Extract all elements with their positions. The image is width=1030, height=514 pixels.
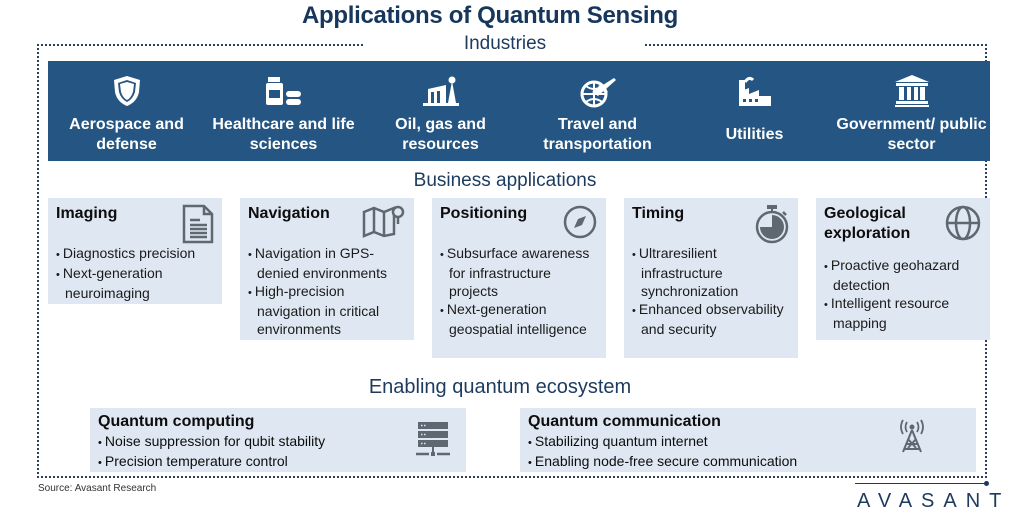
bullet: Next-generation geospatial intelligence	[440, 300, 598, 338]
document-icon	[182, 204, 214, 249]
card-title: Quantum communication	[528, 413, 721, 430]
card-title: Quantum computing	[98, 413, 255, 430]
bullet: Next-generation neuroimaging	[56, 264, 214, 302]
bullet: Subsurface awareness for infrastructure …	[440, 244, 598, 300]
industry-government: Government/ public sector	[833, 61, 990, 161]
industry-oil-gas: Oil, gas and resources	[362, 61, 519, 161]
card-title: Timing	[632, 205, 685, 222]
map-pin-icon	[362, 204, 406, 243]
biz-card-positioning: Positioning Subsurface awareness for inf…	[432, 198, 606, 358]
section-industries-label: Industries	[365, 33, 645, 55]
bullet: Ultraresilient infrastructure synchroniz…	[632, 244, 790, 300]
government-building-icon	[894, 69, 930, 113]
biz-card-timing: Timing Ultraresilient infrastructure syn…	[624, 198, 798, 358]
section-business-label: Business applications	[360, 170, 650, 192]
page-title: Applications of Quantum Sensing	[301, 2, 679, 29]
factory-icon	[737, 69, 773, 113]
eco-card-quantum-computing: Quantum computing Noise suppression for …	[90, 408, 466, 472]
industry-label: Government/ public sector	[836, 116, 987, 153]
industry-label: Oil, gas and resources	[395, 116, 486, 153]
card-title: Imaging	[56, 205, 118, 222]
card-title: Navigation	[248, 205, 330, 222]
bullet: Stabilizing quantum internet	[528, 432, 968, 452]
medicine-icon	[264, 69, 304, 113]
bullet: Enabling node-free secure communication	[528, 452, 968, 472]
bullet: High-precision navigation in critical en…	[248, 282, 406, 338]
antenna-tower-icon	[898, 418, 926, 459]
oil-pump-icon	[422, 69, 460, 113]
biz-card-navigation: Navigation Navigation in GPS-denied envi…	[240, 198, 414, 340]
bullet: Noise suppression for qubit stability	[98, 432, 458, 452]
biz-card-imaging: Imaging Diagnostics precision Next-gener…	[48, 198, 222, 304]
industry-aerospace: Aerospace and defense	[48, 61, 205, 161]
bullet: Intelligent resource mapping	[824, 294, 982, 332]
industries-band: Aerospace and defense Healthcare and lif…	[48, 61, 990, 161]
bullet: Navigation in GPS-denied environments	[248, 244, 406, 282]
stopwatch-icon	[754, 204, 790, 249]
industry-label: Utilities	[725, 126, 784, 143]
server-icon	[415, 420, 451, 463]
industry-label: Travel and transportation	[543, 116, 652, 153]
compass-icon	[562, 204, 598, 245]
card-title: Geological exploration	[824, 205, 911, 242]
section-ecosystem-label: Enabling quantum ecosystem	[330, 376, 670, 399]
industry-label: Aerospace and defense	[69, 116, 184, 153]
industry-travel: Travel and transportation	[519, 61, 676, 161]
logo-rule	[855, 483, 987, 484]
eco-card-quantum-communication: Quantum communication Stabilizing quantu…	[520, 408, 976, 472]
logo-dot	[984, 481, 989, 486]
bullet: Enhanced observability and security	[632, 300, 790, 338]
bullet: Precision temperature control	[98, 452, 458, 472]
industry-utilities: Utilities	[676, 61, 833, 161]
industry-label: Healthcare and life sciences	[212, 116, 355, 153]
source-note: Source: Avasant Research	[38, 483, 157, 494]
card-title: Positioning	[440, 205, 528, 222]
bullet: Diagnostics precision	[56, 244, 214, 264]
avasant-logo: AVASANT	[857, 490, 1011, 512]
industry-healthcare: Healthcare and life sciences	[205, 61, 362, 161]
globe-plane-icon	[578, 69, 618, 113]
bullet: Proactive geohazard detection	[824, 256, 982, 294]
globe-icon	[944, 204, 982, 247]
biz-card-geological: Geological exploration Proactive geohaza…	[816, 198, 990, 340]
shield-icon	[112, 69, 142, 113]
